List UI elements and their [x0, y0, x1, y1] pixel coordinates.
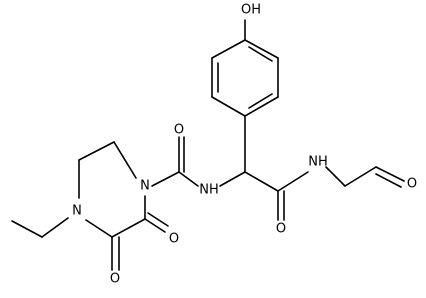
bond — [277, 171, 309, 192]
aldehyde-oxygen-label: O — [407, 177, 417, 192]
bond — [244, 39, 279, 59]
bond — [41, 217, 69, 238]
bond — [219, 171, 246, 187]
bond — [151, 171, 180, 187]
hydroxyl-label: OH — [241, 3, 261, 18]
piperazine-ring — [11, 141, 169, 271]
bond — [325, 166, 346, 187]
amide-chain — [277, 166, 405, 221]
piperazine-n4-label: N — [72, 204, 82, 219]
atom-labels: OH O N NH NH O O N O O — [72, 3, 417, 287]
ring-oxygen-label-2: O — [110, 272, 120, 287]
bond — [248, 46, 273, 62]
bond — [147, 212, 169, 227]
piperazine-n1-label: N — [140, 179, 150, 194]
bond — [178, 171, 199, 187]
nh-label-1: NH — [199, 183, 219, 198]
bond — [248, 93, 273, 109]
bond — [211, 39, 246, 59]
bond — [344, 166, 377, 187]
phenol-ring — [211, 19, 279, 117]
bond — [375, 173, 402, 188]
amide-oxygen-label: O — [174, 123, 184, 138]
urea-carbonyl — [151, 136, 199, 187]
bond — [211, 96, 246, 117]
bond — [144, 218, 166, 233]
bond — [244, 96, 279, 117]
bond — [113, 141, 137, 179]
bond — [85, 219, 113, 238]
bond — [375, 166, 405, 182]
alpha-carbon — [219, 115, 279, 192]
bond — [11, 220, 43, 238]
amide-oxygen-label-2: O — [276, 222, 286, 237]
bond — [244, 171, 279, 192]
nh-label-2: NH — [308, 155, 328, 170]
bond — [111, 218, 146, 238]
ring-oxygen-label-1: O — [169, 232, 179, 247]
bond — [78, 141, 115, 161]
